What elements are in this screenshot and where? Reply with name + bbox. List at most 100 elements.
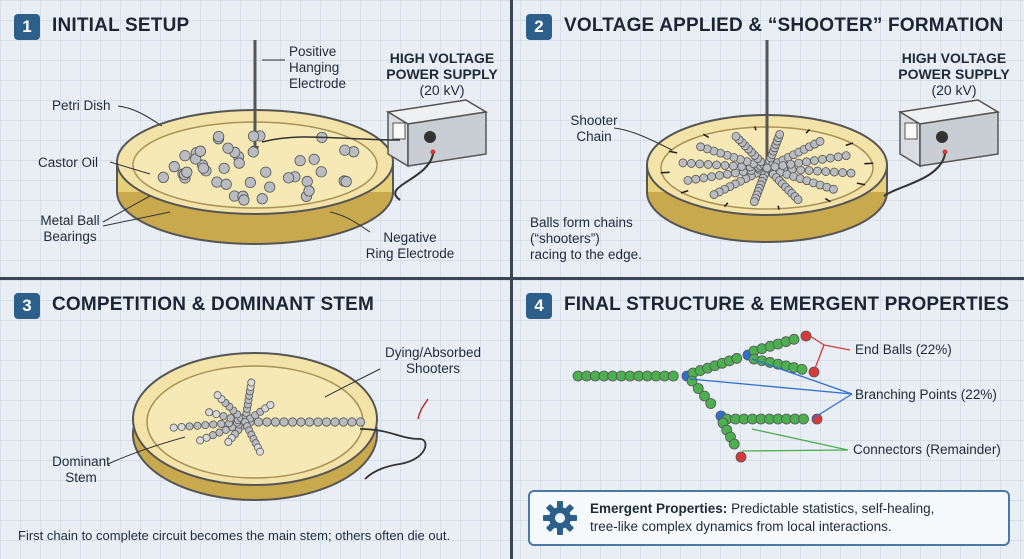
- direction-arrow: [754, 126, 757, 131]
- stem-ball: [279, 417, 289, 427]
- castor-oil-label: Castor Oil: [38, 155, 99, 170]
- connector-ball: [667, 370, 679, 382]
- stem-ball: [262, 417, 272, 427]
- panel-number-badge: 3: [14, 293, 40, 319]
- ball-bearing: [303, 185, 315, 197]
- chain-ball: [205, 408, 214, 417]
- shooter-chain-label: Shooter Chain: [570, 113, 618, 144]
- chain-ball: [793, 195, 803, 205]
- direction-arrow: [824, 197, 832, 203]
- chain-ball: [749, 197, 759, 207]
- chain-ball: [209, 420, 218, 429]
- chain-ball: [810, 156, 819, 165]
- chain-ball: [185, 422, 194, 431]
- chain-ball: [802, 157, 811, 167]
- chain-ball: [224, 438, 233, 447]
- ball-bearing: [233, 157, 245, 169]
- panel-divider-horizontal: [0, 277, 1024, 280]
- chain-ball: [699, 173, 709, 183]
- ball-bearing: [256, 193, 268, 205]
- chain-ball: [712, 160, 721, 170]
- ball-bearing: [197, 162, 210, 174]
- shooter-chains-group: [660, 126, 874, 210]
- stem-ball: [338, 417, 349, 427]
- ring-electrode-label: Negative Ring Electrode: [365, 230, 455, 261]
- ball-bearing: [213, 130, 225, 143]
- shooter-caption: Balls form chains (“shooters”) racing to…: [530, 215, 642, 262]
- chain-ball: [247, 378, 256, 387]
- chain-ball: [829, 167, 839, 177]
- ball-bearing: [247, 130, 260, 142]
- connector-ball: [731, 353, 743, 364]
- stem-ball: [347, 417, 357, 427]
- connector-ball: [728, 438, 740, 450]
- gear-icon: [543, 501, 577, 535]
- stem-ball: [270, 417, 281, 427]
- chain-ball: [219, 412, 228, 421]
- ball-bearing: [294, 155, 306, 167]
- dominant-stem-label: Dominant Stem: [52, 454, 110, 485]
- competition-caption: First chain to complete circuit becomes …: [18, 528, 451, 543]
- ball-bearings-group: [157, 130, 360, 206]
- stem-ball: [296, 417, 306, 427]
- dominant-stem-illustration: [107, 352, 429, 501]
- connectors-label: Connectors (Remainder): [853, 442, 1001, 457]
- chain-ball: [226, 414, 235, 423]
- panel-number-badge: 4: [526, 293, 552, 319]
- chain-ball: [686, 159, 696, 168]
- panel-final-structure: 4 FINAL STRUCTURE & EMERGENT PROPERTIES …: [512, 279, 1024, 559]
- power-supply-box: [385, 99, 489, 168]
- ball-bearing: [247, 146, 259, 158]
- chain-ball: [169, 423, 178, 432]
- ball-bearing: [308, 153, 320, 165]
- chain-ball: [821, 167, 831, 176]
- ball-bearing: [211, 176, 223, 188]
- chain-ball: [709, 190, 719, 199]
- ball-bearing: [340, 176, 352, 188]
- ball-bearing: [315, 166, 327, 178]
- electrode-label-1: Positive: [289, 44, 337, 59]
- direction-arrow: [702, 133, 710, 139]
- direction-arrow: [777, 205, 780, 210]
- chains-group: [169, 378, 366, 456]
- chain-ball: [217, 419, 226, 428]
- branching-points-label: Branching Points (22%): [855, 387, 997, 402]
- chain-ball: [770, 162, 780, 172]
- ball-bearing: [194, 145, 206, 157]
- stem-ball: [287, 417, 298, 427]
- tree-structure-illustration: [572, 330, 853, 463]
- chain-ball: [720, 161, 730, 170]
- connector-ball: [788, 333, 800, 345]
- tree-balls-group: [572, 330, 823, 463]
- stem-ball: [330, 417, 340, 427]
- petri-dish-illustration: [102, 40, 489, 245]
- chain-ball: [683, 176, 693, 185]
- end-ball: [735, 451, 747, 463]
- panel-title: FINAL STRUCTURE & EMERGENT PROPERTIES: [564, 294, 1010, 315]
- chain-ball: [846, 168, 856, 178]
- ball-bearing: [218, 162, 230, 174]
- ball-bearing: [222, 142, 234, 154]
- ball-bearing: [260, 166, 272, 178]
- psu-label: HIGH VOLTAGE POWER SUPPLY (20 kV): [386, 50, 498, 98]
- chain-ball: [196, 436, 205, 445]
- connector-ball: [686, 375, 698, 387]
- connector-ball: [796, 363, 808, 375]
- chain-ball: [829, 184, 838, 194]
- chain-ball: [723, 169, 732, 179]
- chain-ball: [804, 166, 814, 175]
- psu-label: HIGH VOLTAGE POWER SUPPLY (20 kV): [898, 50, 1010, 98]
- chain-ball: [255, 447, 264, 456]
- chain-ball: [775, 129, 785, 139]
- chain-ball: [825, 153, 835, 163]
- panel-number-badge: 2: [526, 14, 552, 40]
- ball-bearing: [157, 171, 169, 183]
- connector-ball: [798, 413, 809, 425]
- panel-number-badge: 1: [14, 14, 40, 40]
- ball-bearing: [238, 194, 250, 206]
- chain-ball: [691, 174, 701, 184]
- direction-arrow: [856, 182, 866, 186]
- connector-ball: [705, 398, 717, 409]
- stem-ball: [355, 417, 366, 427]
- direction-arrow: [723, 202, 729, 208]
